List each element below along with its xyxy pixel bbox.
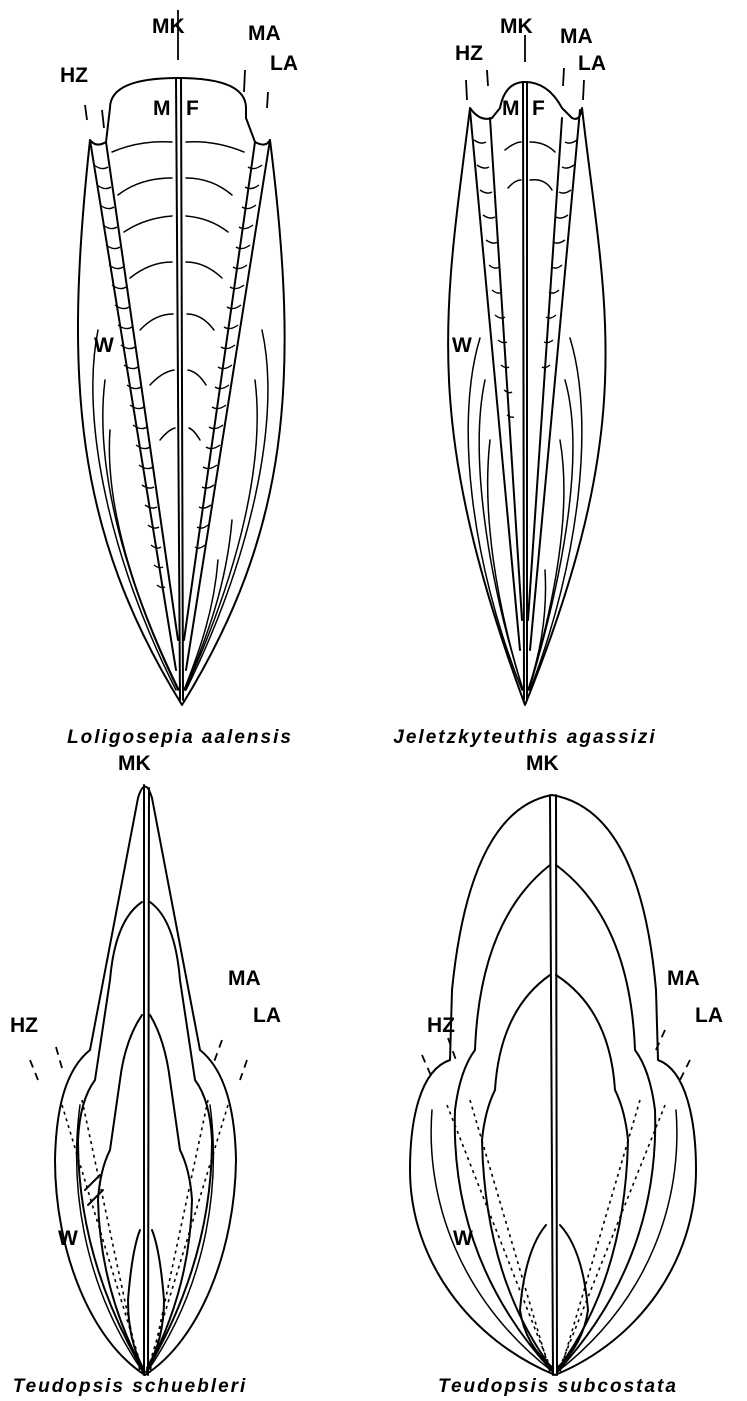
caption-species: Loligosepia aalensis [67,727,293,748]
label-mk: MK [118,752,151,775]
label-f: F [186,97,199,120]
label-m: M [502,97,520,120]
label-hz: HZ [455,42,483,65]
label-mk: MK [500,15,533,38]
median-keel-edge [556,795,557,1375]
label-ma: MA [560,25,593,48]
label-hz: HZ [10,1014,38,1037]
lateral-curves [468,338,582,690]
gladius-outline [55,787,236,1376]
median-keel [176,78,180,700]
figure-jeletzkyteuthis: MK HZ MA LA M F W Jeletzkyteuthis agassi… [393,15,656,748]
label-hz: HZ [427,1014,455,1037]
label-la: LA [695,1004,723,1027]
label-hz: HZ [60,64,88,87]
label-w: W [453,1227,473,1250]
growth-lines [505,142,555,190]
label-f: F [532,97,545,120]
label-ma: MA [248,22,281,45]
growth-curves [431,865,677,1372]
label-mk: MK [152,15,185,38]
label-mk: MK [526,752,559,775]
label-la: LA [578,52,606,75]
median-keel-edge [148,788,149,1375]
label-la: LA [270,52,298,75]
figure-teudopsis-subcostata: MK HZ MA LA W Teudopsis subcostata [410,752,723,1397]
label-w: W [452,334,472,357]
figure-teudopsis-schuebleri: MK HZ MA LA W Teudopsis schuebleri [10,752,281,1397]
caption-species: Jeletzkyteuthis agassizi [393,727,656,748]
median-keel [550,795,553,1375]
label-m: M [153,97,171,120]
label-w: W [94,334,114,357]
median-keel-edge [181,78,183,700]
label-w: W [58,1227,78,1250]
label-ma: MA [667,967,700,990]
figure-loligosepia: MK HZ MA LA M F W Loligosepia aalensis [60,10,298,748]
hyperbolar-zone-left [470,110,522,650]
label-la: LA [253,1004,281,1027]
caption-species: Teudopsis schuebleri [13,1376,248,1397]
label-ma: MA [228,967,261,990]
caption-species: Teudopsis subcostata [438,1376,678,1397]
median-keel [523,82,524,700]
